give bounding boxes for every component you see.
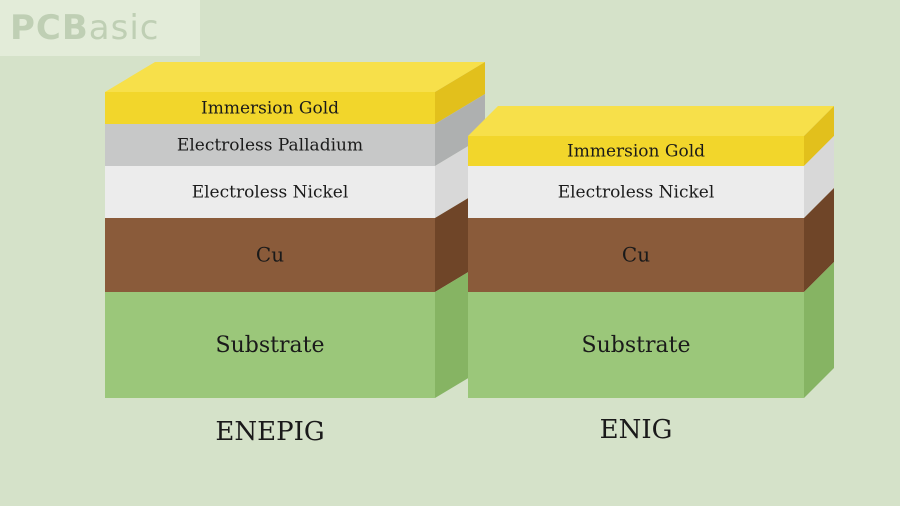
layer-front-face: [468, 292, 804, 398]
stack-caption: ENEPIG: [215, 417, 324, 447]
layer-side-face: [804, 106, 834, 166]
top-face: [468, 106, 834, 136]
layer-label: Substrate: [582, 333, 691, 358]
layer-label: Substrate: [216, 333, 325, 358]
layer-side-face: [804, 188, 834, 292]
logo-text-thin: asic: [88, 8, 160, 48]
layer-front-face: [105, 124, 435, 166]
layer-front-face: [468, 218, 804, 292]
stack-caption: ENIG: [600, 415, 673, 445]
layer-label: Electroless Nickel: [192, 183, 349, 203]
layer-side-face: [435, 94, 485, 166]
layer-label: Electroless Palladium: [177, 136, 363, 156]
layer-side-face: [435, 62, 485, 124]
pcbasic-logo: PCBasic: [0, 0, 200, 56]
layer-front-face: [105, 292, 435, 398]
top-face: [105, 62, 485, 92]
logo-text-bold: PCB: [10, 8, 89, 48]
layer-front-face: [468, 166, 804, 218]
layer-label: Cu: [622, 243, 650, 267]
layer-front-face: [468, 136, 804, 166]
layer-front-face: [105, 218, 435, 292]
layer-label: Electroless Nickel: [558, 183, 715, 203]
layer-label: Cu: [256, 243, 284, 267]
layer-label: Immersion Gold: [201, 99, 339, 119]
layer-front-face: [105, 92, 435, 124]
layer-label: Immersion Gold: [567, 142, 705, 162]
layer-side-face: [804, 262, 834, 398]
layer-front-face: [105, 166, 435, 218]
layer-side-face: [804, 136, 834, 218]
